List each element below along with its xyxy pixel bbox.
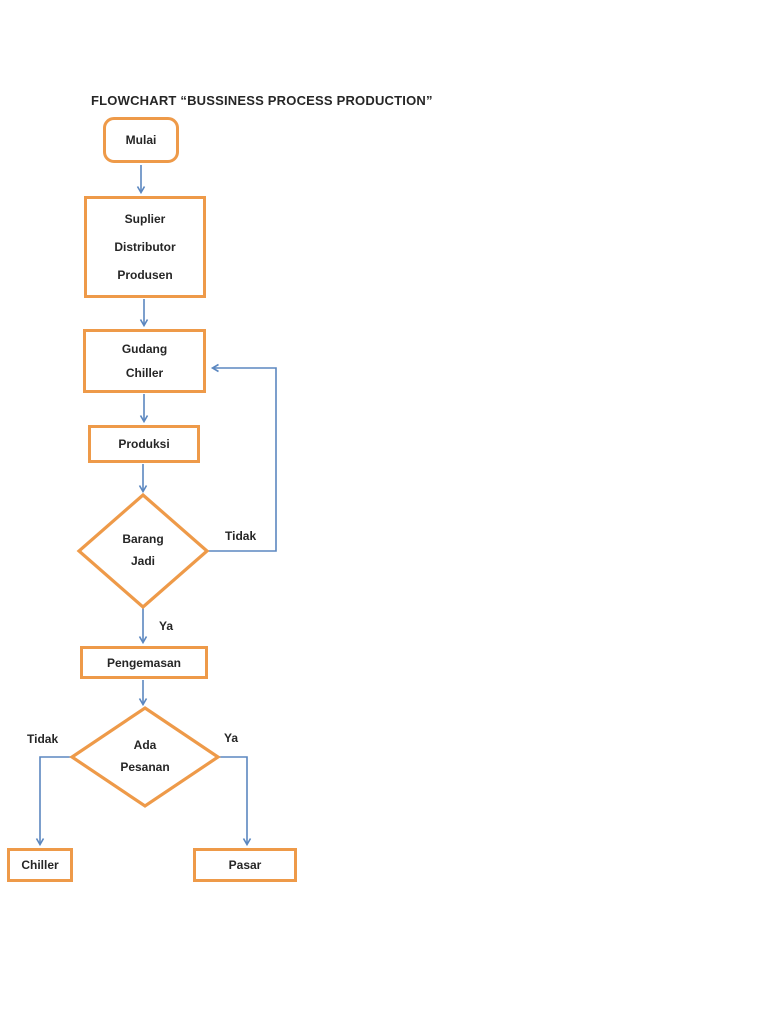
node-warehouse-line1: Gudang [121, 342, 168, 356]
node-supplier-line1: Suplier [124, 212, 166, 226]
edge-label-loop-no: Tidak [225, 529, 257, 543]
decision-finished-goods-shape [76, 492, 210, 610]
node-decision-order: Ada Pesanan [95, 733, 195, 779]
node-chiller: Chiller [7, 848, 73, 882]
node-supplier-line3: Produsen [117, 268, 173, 282]
decision-order-line1: Ada [133, 738, 157, 752]
node-start-label: Mulai [125, 133, 157, 147]
decision-order-shape [69, 706, 221, 808]
edge-label-finished-yes: Ya [159, 619, 174, 633]
node-warehouse-line2: Chiller [125, 366, 164, 380]
edge-label-order-yes: Ya [224, 731, 239, 745]
arrow-order-no-to-chiller [35, 756, 72, 847]
node-packaging-label: Pengemasan [106, 655, 182, 670]
node-supplier: Suplier Distributor Produsen [84, 196, 206, 298]
node-production: Produksi [88, 425, 200, 463]
node-warehouse: Gudang Chiller [83, 329, 206, 393]
node-chiller-label: Chiller [21, 858, 59, 872]
decision-order-line2: Pesanan [120, 760, 170, 774]
node-market-label: Pasar [228, 858, 262, 872]
node-decision-finished-goods: Barang Jadi [103, 527, 183, 573]
decision-finished-goods-line2: Jadi [130, 554, 155, 568]
decision-finished-goods-line1: Barang [122, 532, 164, 546]
node-production-label: Produksi [118, 437, 170, 451]
node-supplier-line2: Distributor [114, 240, 176, 254]
arrow-loop-no-to-warehouse [208, 363, 277, 552]
node-start: Mulai [103, 117, 179, 163]
page-title: FLOWCHART “BUSSINESS PROCESS PRODUCTION” [91, 93, 433, 108]
node-market: Pasar [193, 848, 297, 882]
node-packaging: Pengemasan [80, 646, 208, 679]
edge-label-order-no: Tidak [27, 732, 59, 746]
arrow-order-yes-to-market [218, 756, 252, 847]
